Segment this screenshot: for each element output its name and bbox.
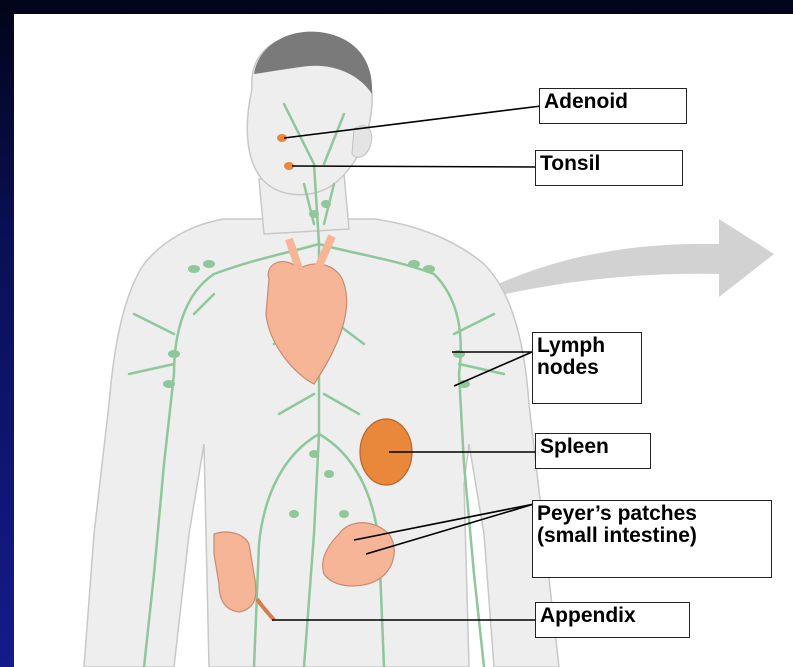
diagram-panel: Adenoid Tonsil Lymph nodes Spleen Peyer’… [14,14,793,667]
label-appendix: Appendix [535,602,690,638]
label-spleen: Spleen [535,433,651,469]
label-peyers-patches: Peyer’s patches (small intestine) [532,500,772,578]
label-lymph-nodes: Lymph nodes [532,332,642,404]
ear [352,126,372,158]
label-tonsil: Tonsil [535,150,683,186]
label-adenoid: Adenoid [539,88,687,124]
